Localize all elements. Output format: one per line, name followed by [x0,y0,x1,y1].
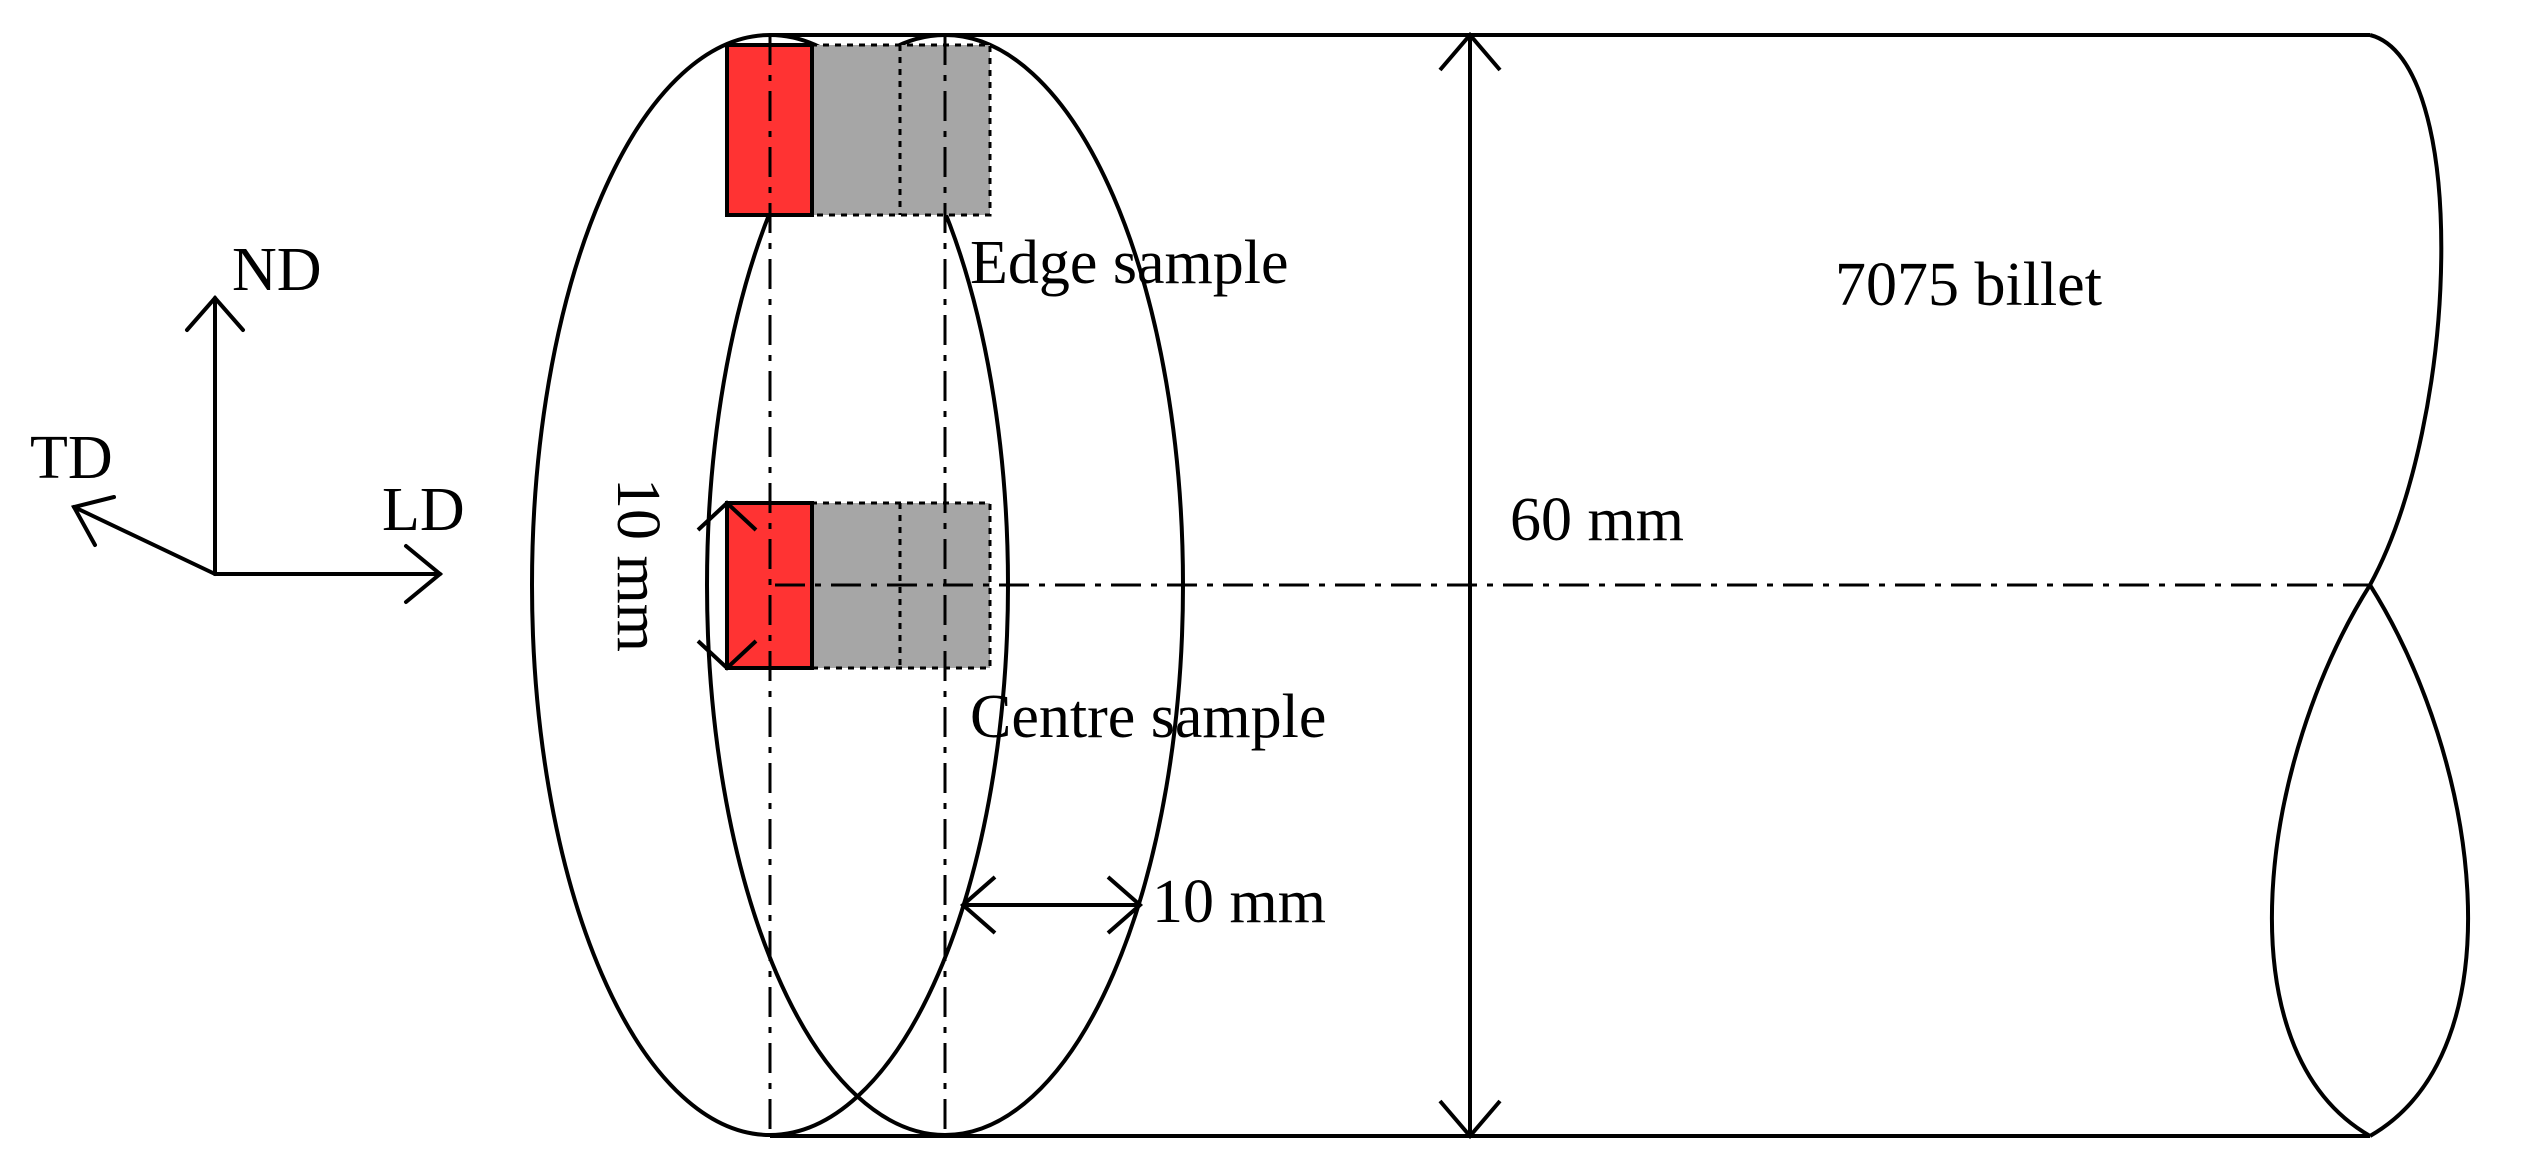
sample-height-label: 10 mm [604,478,672,652]
centre-lines [768,35,2370,1136]
dimension-lines [696,31,1502,1140]
sample-height-arrow-top [696,500,758,532]
axis-label-nd: ND [232,236,322,304]
axis-label-td: TD [30,424,113,492]
nd-arrow-head [185,294,245,332]
td-axis-line [72,505,217,576]
slice-thickness-arrow-right [1106,875,1144,935]
sample-height-arrow-bottom [696,639,758,671]
billet-label: 7075 billet [1835,251,2102,319]
ld-arrow-head [404,544,444,604]
centre-sample-label: Centre sample [970,683,1326,751]
edge-sample-label: Edge sample [970,229,1289,297]
slice-thickness-label: 10 mm [1152,868,1326,936]
diameter-arrow-top [1438,31,1502,72]
edge-sample [725,43,992,217]
diameter-label: 60 mm [1510,486,1684,554]
diameter-arrow-bottom [1438,1099,1502,1140]
billet-break-curve-inner [2368,583,2471,1138]
axis-label-ld: LD [382,476,465,544]
td-arrow-head [70,495,116,547]
slice-thickness-arrow-left [959,875,997,935]
coordinate-axes [70,294,444,604]
